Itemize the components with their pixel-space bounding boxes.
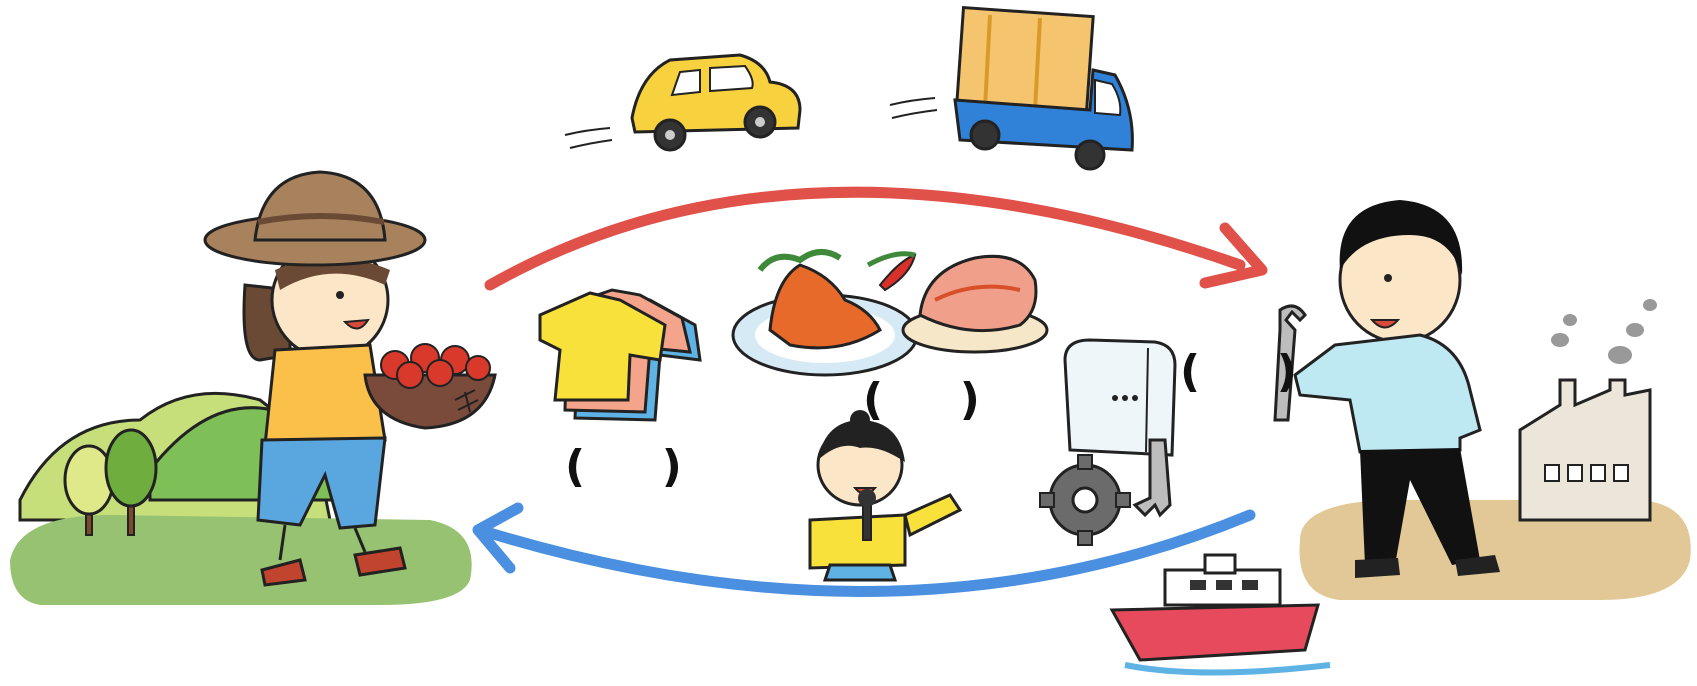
- factory-icon: [1520, 299, 1657, 520]
- gear-icon: [1040, 455, 1130, 545]
- kimchi-icon: [903, 256, 1047, 352]
- food-answer-blank: ( ): [863, 378, 980, 422]
- ship-icon: [1110, 555, 1330, 673]
- arrow-to-factory: [490, 192, 1262, 285]
- truck-icon: [890, 8, 1132, 169]
- clothes-answer-blank: ( ): [565, 445, 682, 489]
- chili-icon: [868, 254, 915, 290]
- machines-answer-blank: ( ): [1180, 350, 1297, 394]
- tshirt-stack-icon: [540, 290, 700, 420]
- car-icon: [565, 55, 800, 150]
- fish-dish-icon: [733, 252, 917, 375]
- singer-girl-icon: [810, 410, 960, 580]
- appliance-icon: [1065, 340, 1175, 455]
- apple-basket-icon: [365, 344, 495, 428]
